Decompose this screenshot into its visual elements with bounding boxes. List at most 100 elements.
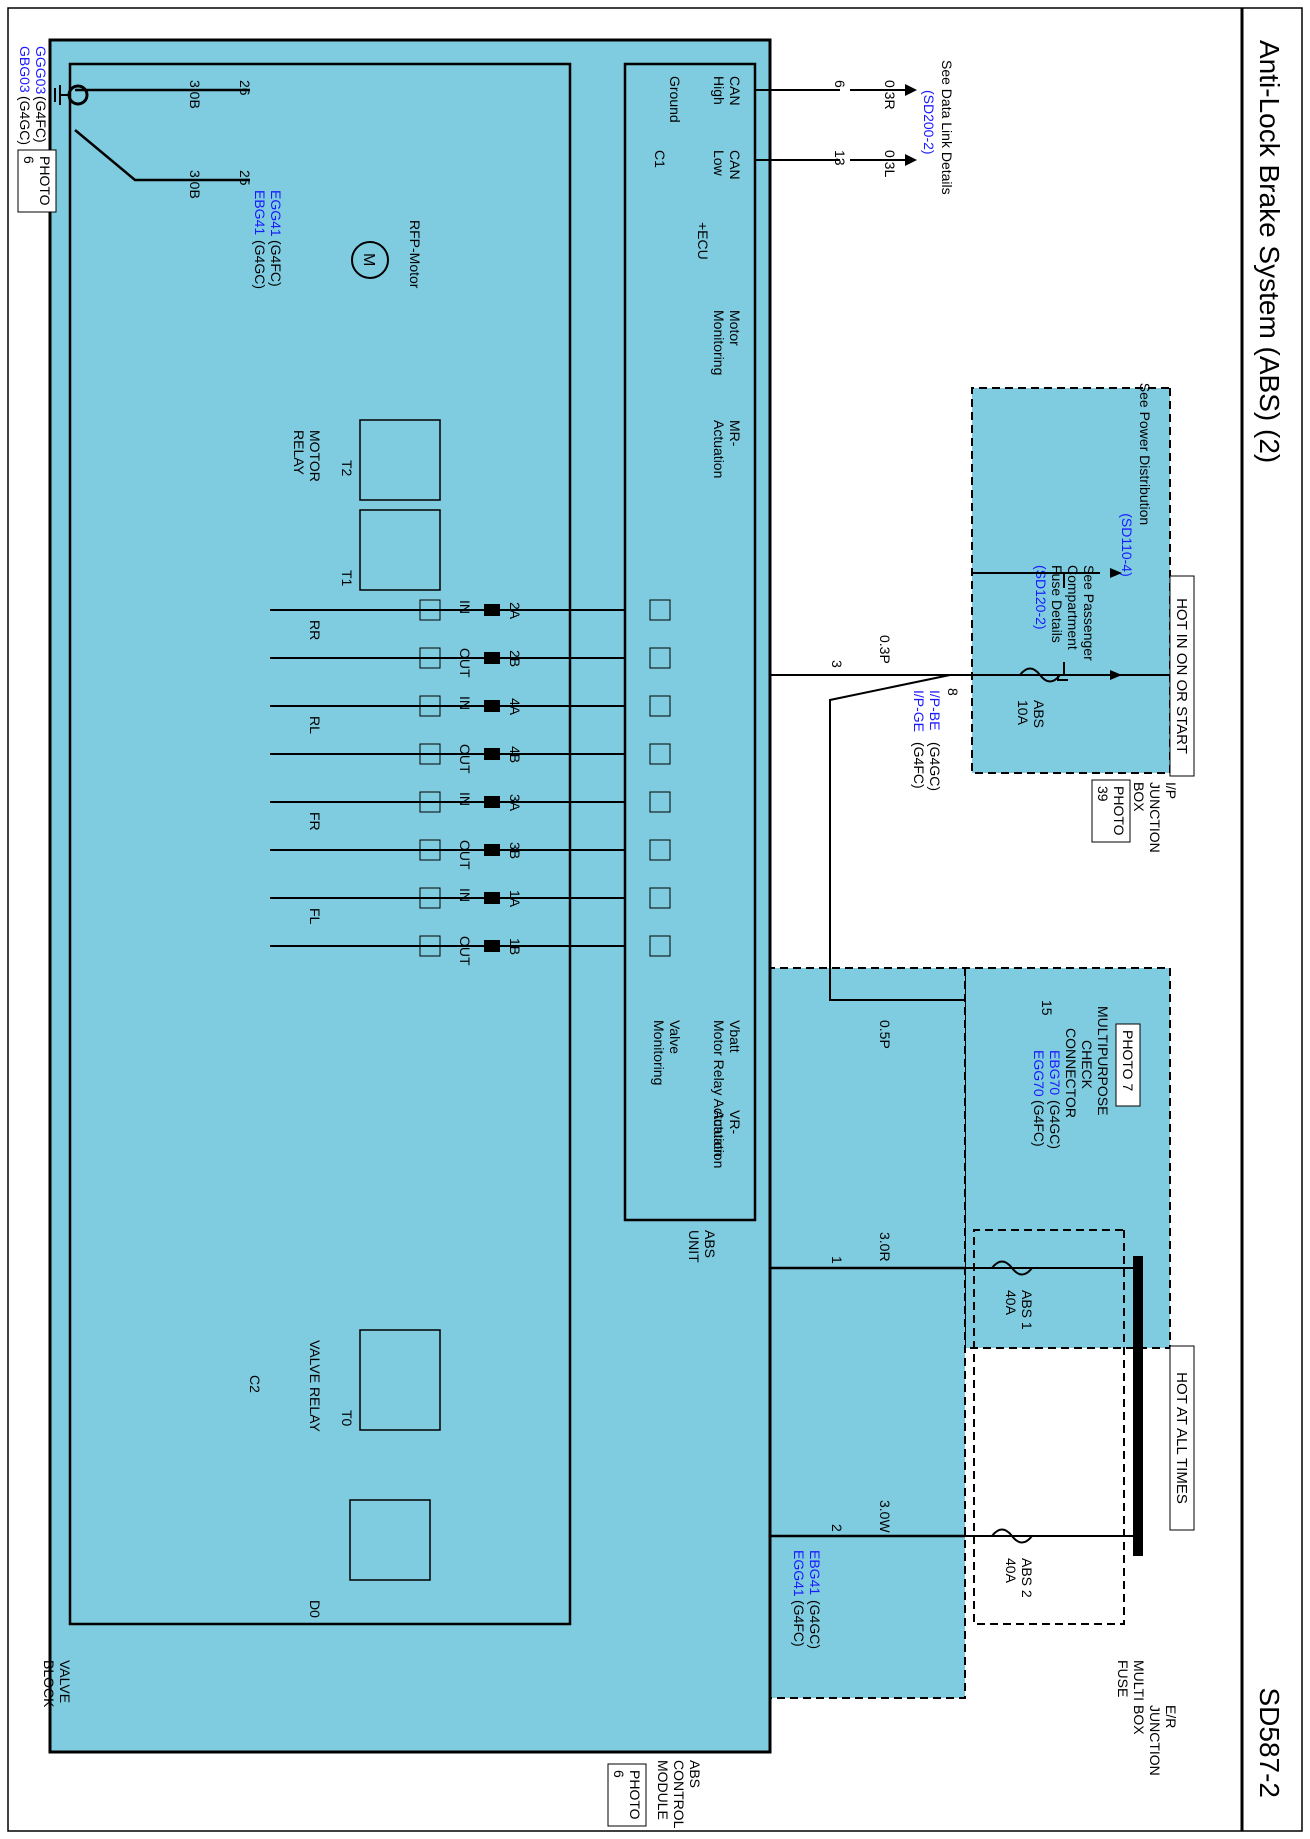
gbg03: GBG03 [17, 46, 33, 93]
wire-3: 0.3P [877, 635, 893, 664]
pin-6: 6 [832, 80, 848, 88]
valve-block-1: VALVE [57, 1660, 73, 1703]
ip-photo-tag [1091, 779, 1131, 843]
valve-plug [484, 652, 500, 664]
gbg03-engine: (G4GC) [17, 96, 33, 145]
fuse-abs1-1: ABS 1 [1019, 1290, 1035, 1330]
ip-box-label-3: BOX [1131, 782, 1147, 812]
see-power-2: (SD110-4) [1119, 513, 1135, 577]
valve-wheel: RR [307, 620, 323, 640]
pin-25: 25 [237, 170, 253, 186]
valve-mon-2: Monitoring [651, 1020, 667, 1085]
page-title: Anti-Lock Brake System (ABS) (2) [1254, 40, 1285, 463]
ipge-engine: (G4FC) [911, 742, 927, 789]
valve-driver-icon [649, 599, 671, 621]
ground-terminal-icon [67, 84, 89, 106]
module-ebg41-engine: (G4GC) [807, 1600, 823, 1649]
wire-1: 3.0R [877, 1232, 893, 1262]
can-high-2: High [711, 76, 727, 105]
module-photo-2: 6 [611, 1770, 627, 1778]
valve-id: 1A [507, 890, 523, 908]
fuse-abs2-icon [991, 1528, 1033, 1544]
valve-coil-icon [419, 599, 441, 621]
valve-driver-icon [649, 647, 671, 669]
can-wires [755, 89, 905, 161]
see-fuse-2: Compartment [1065, 565, 1081, 650]
ipbe-engine: (G4GC) [927, 742, 943, 791]
valve-io: OUT [457, 648, 473, 678]
valve-plug [484, 892, 500, 904]
fuse-abs2-2: 40A [1003, 1558, 1019, 1584]
see-datalink-2: (SD200-2) [921, 90, 937, 155]
wire-check: 0.5P [877, 1020, 893, 1049]
multi-fuse-2: FUSE [1115, 1660, 1131, 1697]
ggg03: GGG03 [33, 46, 49, 94]
vr-act-2: Actuation [711, 1110, 727, 1168]
motor-relay-t1 [359, 509, 441, 591]
valve-id: 2B [507, 650, 523, 667]
ip-junction-box [971, 387, 1171, 774]
valve-driver-icon [649, 791, 671, 813]
page-border [7, 7, 1303, 1832]
valve-io: IN [457, 696, 473, 710]
hot-on-start-label: HOT IN ON OR START [1173, 598, 1190, 754]
module-name-3: MODULE [655, 1760, 671, 1820]
hot-all-times-tag [1169, 1345, 1195, 1531]
check-name-2: CHECK [1079, 1040, 1095, 1090]
hot-all-times-label: HOT AT ALL TIMES [1173, 1372, 1190, 1504]
pin-26: 26 [237, 80, 253, 96]
t1-label: T1 [339, 570, 355, 587]
wire-2: 3.0W [877, 1500, 893, 1533]
check-ebg70-engine: (G4GC) [1047, 1100, 1063, 1149]
valve-coil-icon [419, 887, 441, 909]
see-fuse-1: See Passenger [1081, 565, 1097, 661]
t2-label: T2 [339, 460, 355, 477]
check-photo-label: PHOTO 7 [1120, 1030, 1136, 1091]
ground-wires [74, 88, 250, 182]
wire-13: 0.3L [882, 150, 898, 177]
valve-driver-icon [649, 695, 671, 717]
check-ebg70: EBG70 [1047, 1050, 1063, 1095]
module-egg41: EGG41 [791, 1550, 807, 1597]
ip-box-label-2: JUNCTION [1147, 782, 1163, 853]
module-egg41-engine: (G4FC) [791, 1600, 807, 1647]
ground-icon [49, 85, 68, 105]
motor-m-glyph: M [360, 253, 377, 266]
pin-3: 3 [829, 660, 845, 668]
arrow-up-fuse [1110, 670, 1122, 680]
module-name-2: CONTROL [671, 1760, 687, 1829]
wire-26: 3.0B [187, 80, 203, 109]
valve-coil-icon [419, 839, 441, 861]
diode-d0 [349, 1499, 431, 1581]
can-low-2: Low [711, 150, 727, 177]
abs-control-module [48, 38, 772, 1754]
ipbe-name: I/P-BE [927, 690, 943, 730]
mr-act-2: Actuation [711, 420, 727, 478]
ipbe-pin: 8 [945, 688, 961, 696]
motor-icon [351, 241, 389, 279]
fuse-abs1-2: 40A [1003, 1290, 1019, 1316]
pin-2: 2 [829, 1524, 845, 1532]
module-ebg41: EBG41 [807, 1550, 823, 1595]
valve-block-2: BLOCK [41, 1660, 57, 1708]
mr-act-1: MR- [727, 420, 743, 447]
d0-label: D0 [307, 1600, 323, 1618]
ip-fuse-circuit [972, 572, 1170, 681]
fuse-abs-1: ABS [1031, 700, 1047, 728]
rfp-motor-label: RFP-Motor [407, 220, 423, 289]
valve-io: IN [457, 600, 473, 614]
ecu-label: +ECU [695, 222, 711, 260]
valve-driver-icon [649, 935, 671, 957]
valve-io: IN [457, 792, 473, 806]
fuse-abs-10a-icon [1019, 667, 1061, 683]
fuse-abs-2: 10A [1015, 700, 1031, 726]
wire-6: 0.3R [882, 80, 898, 110]
valve-plug [484, 748, 500, 760]
